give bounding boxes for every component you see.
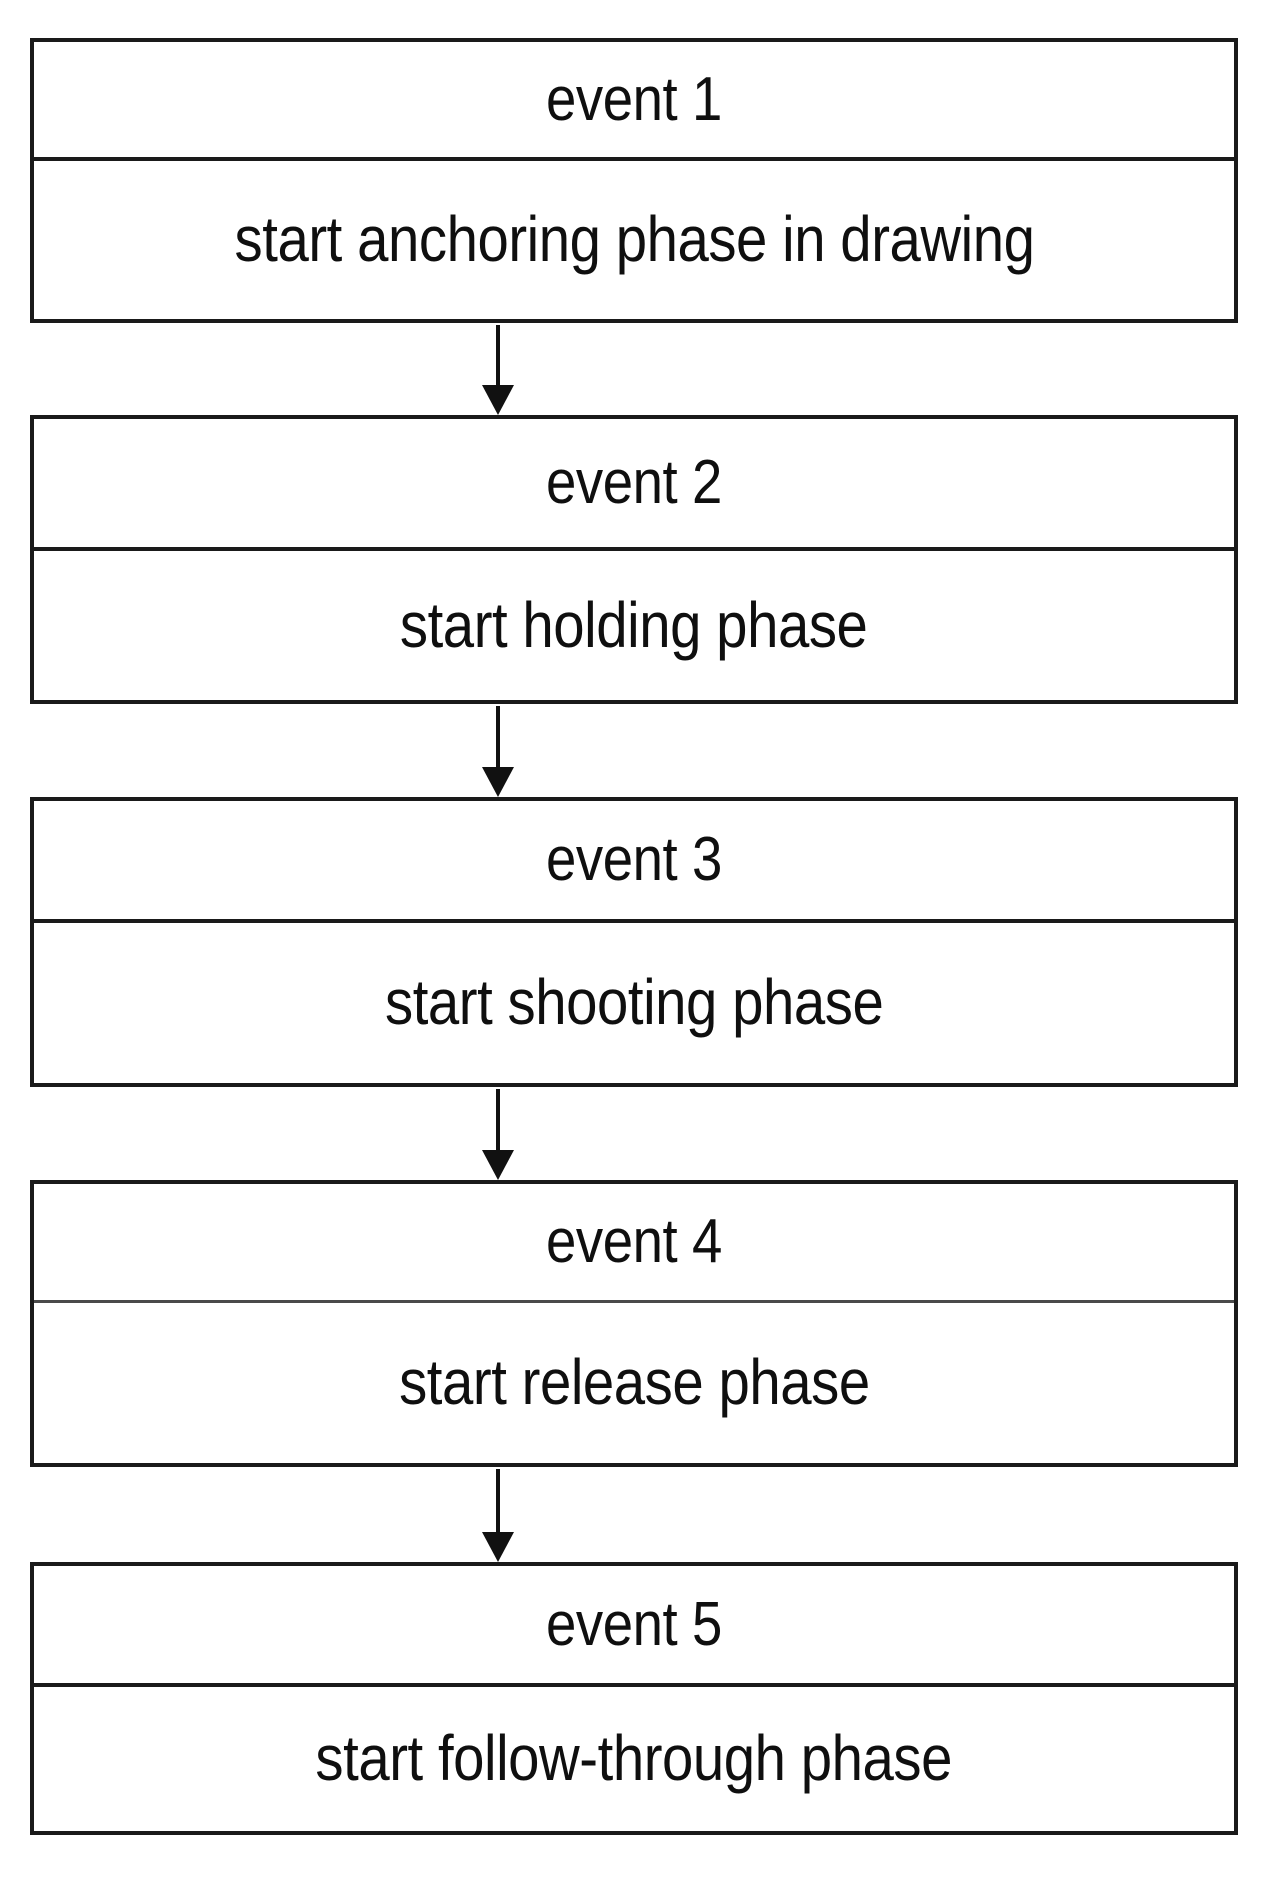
event-node-3-body-row: start shooting phase [34,923,1234,1083]
event-node-4-body-row: start release phase [34,1303,1234,1463]
event-node-2-body-row: start holding phase [34,551,1234,700]
event-node-4: event 4 start release phase [30,1180,1238,1467]
event-node-2: event 2 start holding phase [30,415,1238,704]
event-node-3-description: start shooting phase [384,966,884,1039]
event-node-2-title-row: event 2 [34,419,1234,551]
event-node-1-title: event 1 [546,64,722,134]
event-node-5: event 5 start follow-through phase [30,1562,1238,1835]
event-node-3: event 3 start shooting phase [30,797,1238,1087]
event-node-5-body-row: start follow-through phase [34,1687,1234,1831]
event-node-4-title: event 4 [546,1207,722,1277]
event-node-4-description: start release phase [398,1346,870,1419]
event-node-5-title-row: event 5 [34,1566,1234,1687]
event-node-5-description: start follow-through phase [315,1722,953,1795]
event-node-2-title: event 2 [546,448,722,518]
event-node-1-title-row: event 1 [34,42,1234,161]
arrow-down-icon-4 [468,1469,528,1562]
event-node-1-description: start anchoring phase in drawing [234,203,1034,276]
event-node-3-title-row: event 3 [34,801,1234,923]
event-node-4-title-row: event 4 [34,1184,1234,1303]
arrow-down-icon-3 [468,1089,528,1180]
event-node-2-description: start holding phase [400,588,868,661]
arrow-down-icon-1 [468,325,528,415]
arrow-down-icon-2 [468,706,528,797]
event-node-3-title: event 3 [546,825,722,895]
event-node-1: event 1 start anchoring phase in drawing [30,38,1238,323]
event-node-5-title: event 5 [546,1589,722,1659]
event-node-1-body-row: start anchoring phase in drawing [34,161,1234,319]
